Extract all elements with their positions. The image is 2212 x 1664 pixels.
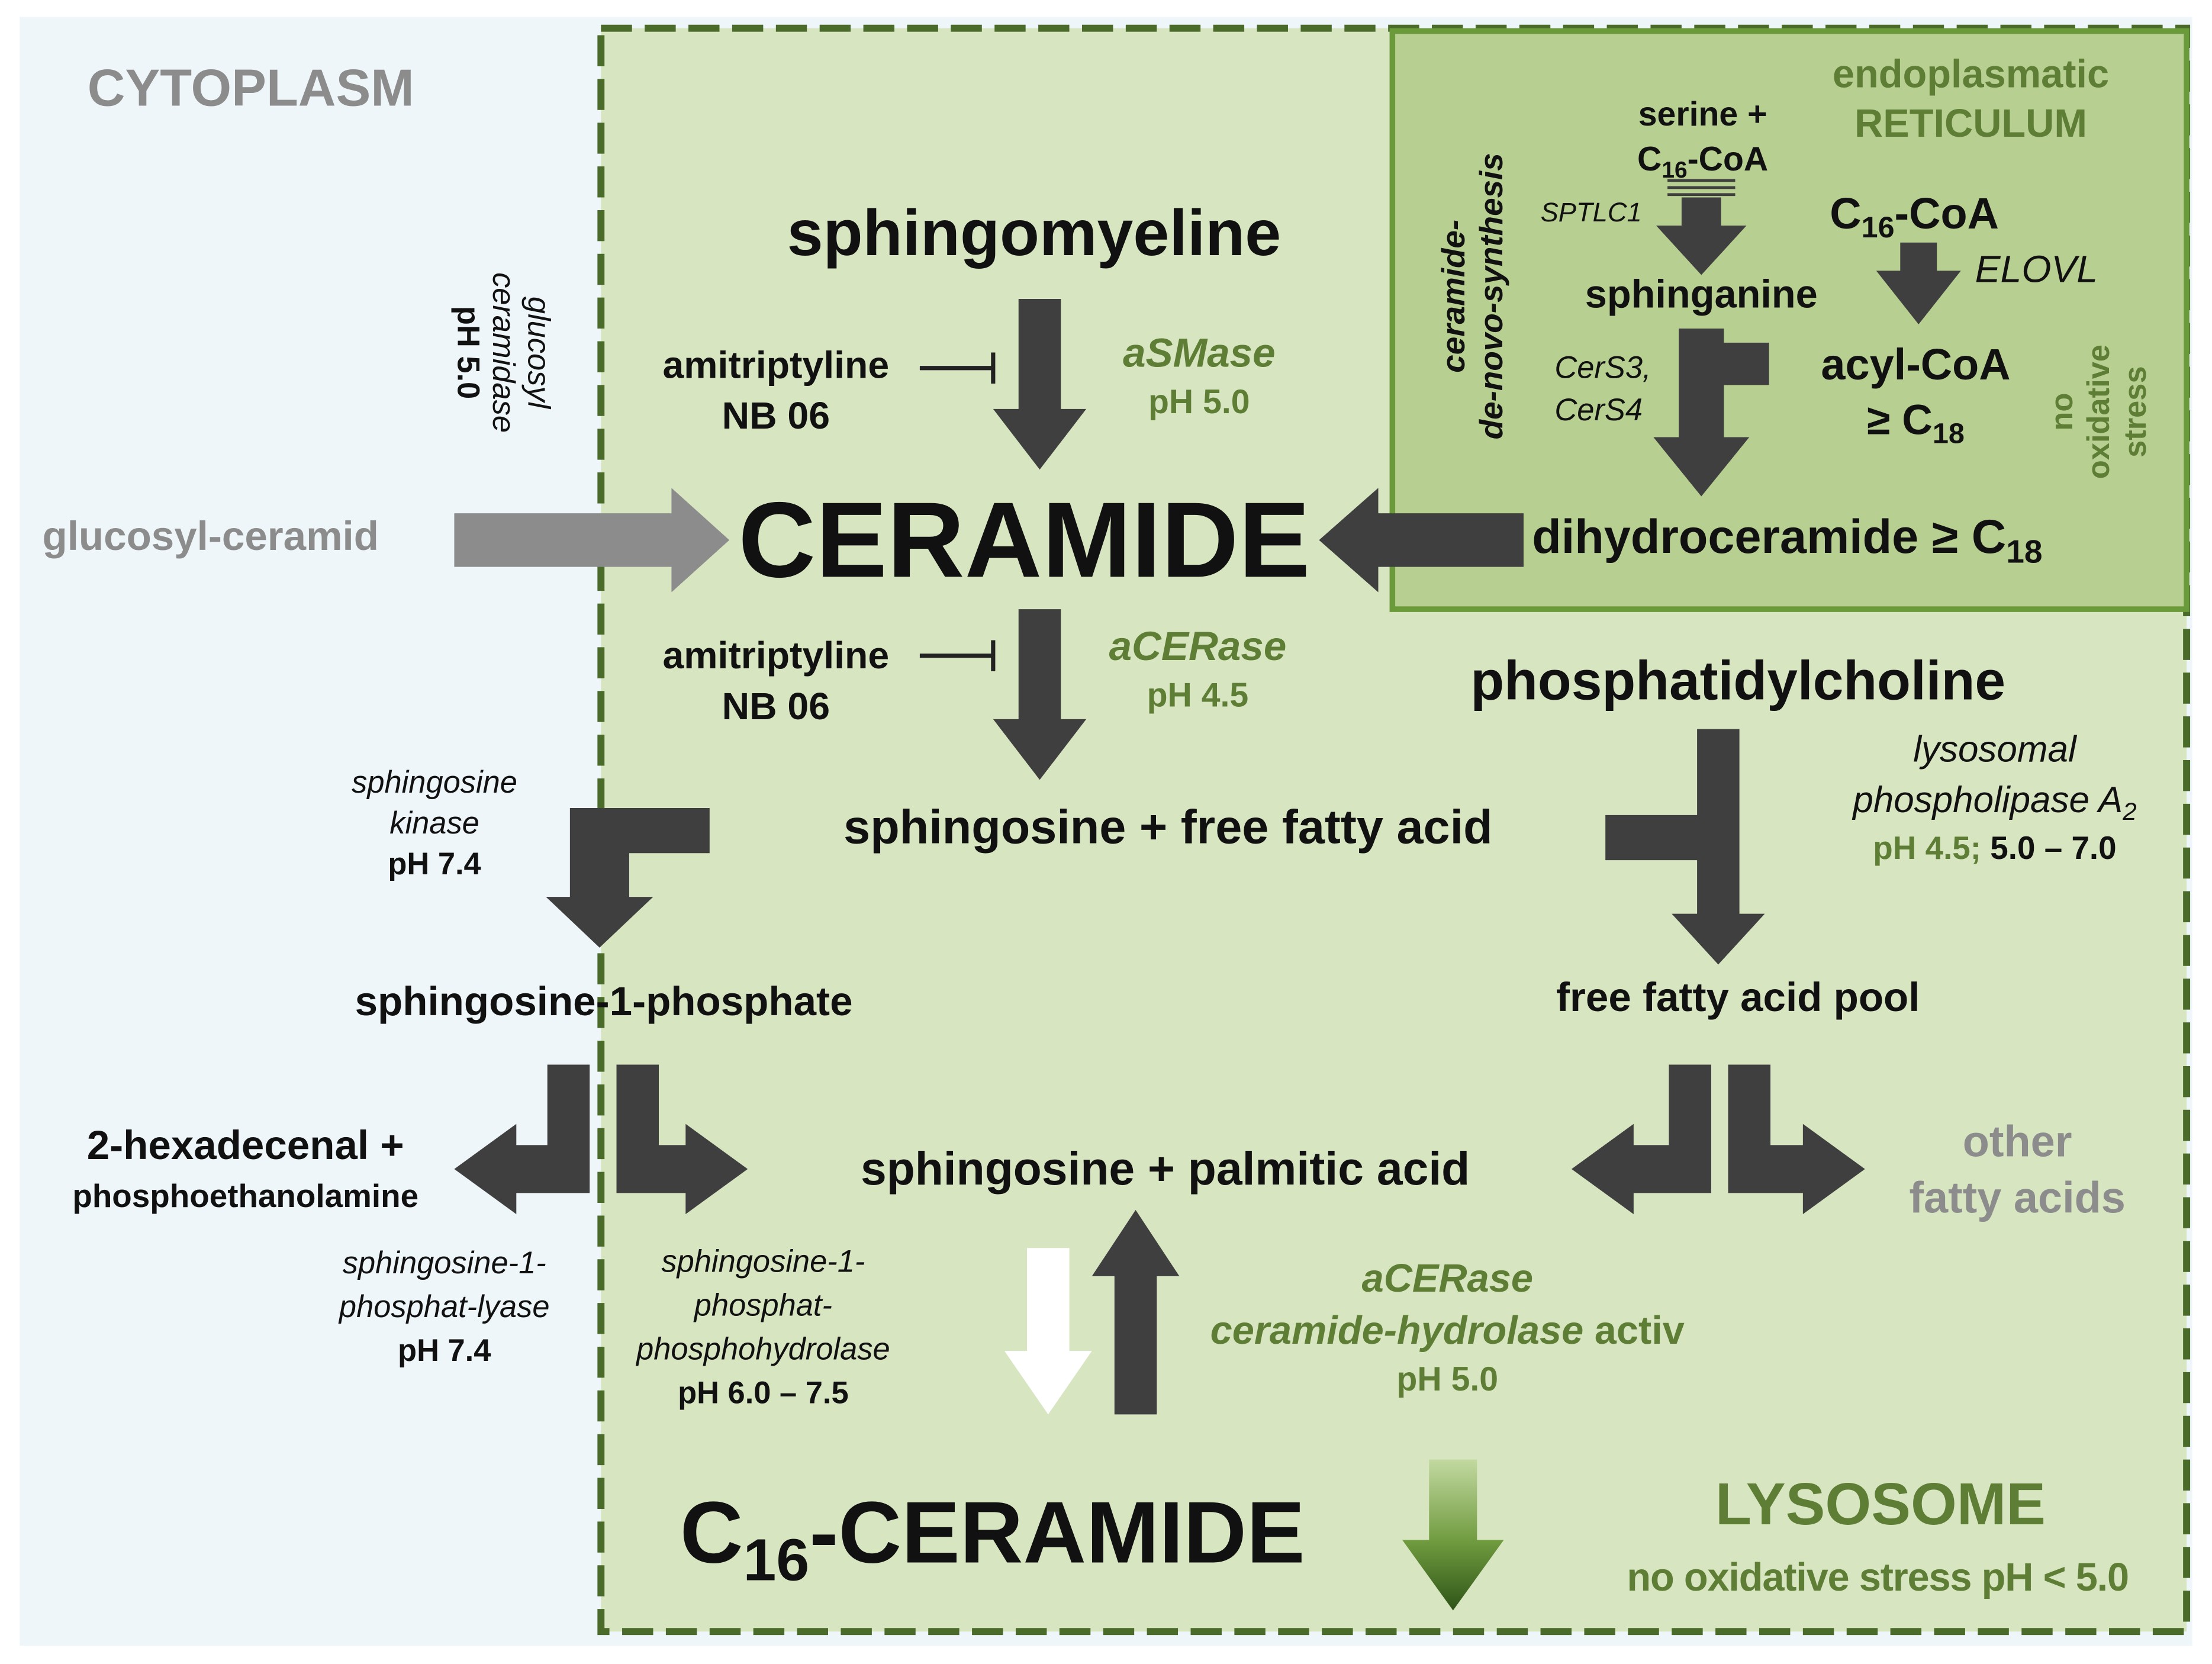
acerase2-line1: aCERase	[1361, 1256, 1533, 1301]
dihydroceramide-label: dihydroceramide ≥ C18	[1532, 510, 2043, 570]
s1p-lyase-line2: phosphat-lyase	[339, 1289, 550, 1324]
sphingomyeline-label: sphingomyeline	[787, 196, 1282, 270]
de-novo-line2: de-novo-synthesis	[1473, 153, 1510, 440]
inhibitor2-line2: NB 06	[722, 685, 830, 728]
acerase2-activ: activ	[1583, 1308, 1685, 1353]
sphingosine-palmitic-label: sphingosine + palmitic acid	[860, 1142, 1470, 1195]
arrow-ceramide-sphingosine	[993, 609, 1087, 780]
glucosylceramidase-label: glucosyl ceramidase pH 5.0	[450, 272, 556, 433]
arrow-dark-up	[1091, 1209, 1180, 1415]
arrow-c16coa-acylcoa	[1876, 242, 1961, 324]
arrow-sphingosine-s1p	[546, 808, 710, 948]
de-novo-line1: ceramide-	[1434, 219, 1472, 373]
glucosylceramidase-ph: pH 5.0	[450, 305, 487, 400]
glucosyl-ceramid-label: glucosyl-ceramid	[42, 514, 379, 560]
pla2-line1: lysosomal	[1913, 728, 2076, 770]
arrow-sphingomyeline-ceramide	[993, 299, 1087, 470]
s1pp-line3: phosphohydrolase	[636, 1331, 890, 1367]
acerase2-ph: pH 5.0	[1396, 1360, 1499, 1399]
asmase-label: aSMase	[1123, 331, 1276, 377]
pla2-line2: phospholipase A2	[1853, 778, 2137, 826]
s1pp-ph: pH 6.0 – 7.5	[678, 1375, 849, 1411]
er-label-line1: endoplasmatic	[1832, 52, 2110, 96]
ffa-pool-label: free fatty acid pool	[1556, 976, 1920, 1021]
c16coa-large: C16-CoA	[1830, 189, 2000, 244]
elovl-label: ELOVL	[1975, 248, 2098, 291]
lysosome-condition: no oxidative stress pH < 5.0	[1627, 1555, 2129, 1599]
s1pp-line2: phosphat-	[694, 1287, 832, 1323]
no-stress-label: no oxidative stress	[2044, 345, 2154, 479]
arrow-ffapool-palmitic	[1571, 1064, 1711, 1215]
arrow-gradient-down	[1402, 1459, 1504, 1611]
inhibitor1-line2: NB 06	[722, 395, 830, 437]
no-stress-line2: oxidative	[2081, 345, 2116, 479]
sphinganine-label: sphinganine	[1585, 272, 1818, 316]
acerase2-hydrolase: ceramide-hydrolase	[1210, 1308, 1584, 1353]
s1p-lyase-line1: sphingosine-1-	[342, 1245, 546, 1281]
sphk-ph: pH 7.4	[388, 846, 481, 881]
inhibitor1-line1: amitriptyline	[662, 344, 890, 387]
c16coa-small: C16-CoA	[1637, 141, 1769, 184]
arrow-white-down	[1004, 1248, 1092, 1415]
er-compartment	[1389, 28, 2190, 612]
no-stress-line1: no	[2044, 392, 2079, 431]
arrow-phosphatidylcholine-ffapool	[1605, 729, 1765, 965]
de-novo-label: ceramide- de-novo-synthesis	[1435, 153, 1511, 439]
arrow-glucosylceramid-ceramide	[454, 488, 730, 593]
no-stress-line3: stress	[2117, 366, 2153, 458]
pla2-ph: pH 4.5; 5.0 – 7.0	[1873, 829, 2116, 867]
sphk-line2: kinase	[389, 805, 479, 841]
hexadecenal-line2: phosphoethanolamine	[72, 1177, 419, 1215]
cers-line1: CerS3,	[1554, 349, 1651, 385]
sphingosine-ffa-label: sphingosine + free fatty acid	[843, 801, 1493, 855]
arrow-s1p-hexadecenal	[454, 1064, 590, 1215]
cytoplasm-label: CYTOPLASM	[87, 59, 414, 117]
glucosylceramidase-line2: ceramidase	[486, 272, 521, 433]
other-fa-line2: fatty acids	[1909, 1173, 2126, 1223]
arrow-ffapool-otherfa	[1728, 1064, 1865, 1215]
arrow-serine-sphinganine	[1656, 197, 1747, 275]
arrow-sphinganine-dihydroceramide	[1653, 329, 1769, 497]
pla2-ph-lysosomal: pH 4.5;	[1873, 829, 1982, 866]
acylcoa-line2: ≥ C18	[1867, 397, 1965, 450]
s1p-label: sphingosine-1-phosphate	[355, 980, 853, 1025]
sptlc1-label: SPTLC1	[1540, 198, 1642, 228]
arrow-dihydroceramide-ceramide	[1319, 488, 1524, 593]
other-fa-line1: other	[1962, 1116, 2072, 1167]
acerase-ph: pH 4.5	[1147, 677, 1249, 715]
ceramide-label: CERAMIDE	[738, 481, 1311, 601]
arrow-s1p-sphingosine-palmitic	[616, 1064, 748, 1215]
er-label-line2: RETICULUM	[1854, 101, 2087, 146]
s1p-lyase-ph: pH 7.4	[398, 1333, 491, 1368]
c16-ceramide-label: C16-CERAMIDE	[680, 1485, 1305, 1594]
asmase-ph: pH 5.0	[1148, 383, 1250, 422]
s1pp-line1: sphingosine-1-	[661, 1244, 865, 1279]
acerase-label: aCERase	[1109, 625, 1287, 670]
lysosome-label: LYSOSOME	[1715, 1470, 2046, 1537]
hexadecenal-line1: 2-hexadecenal +	[86, 1124, 404, 1169]
acylcoa-line1: acyl-CoA	[1821, 340, 2011, 390]
acerase2-line2: ceramide-hydrolase activ	[1210, 1309, 1685, 1354]
phosphatidylcholine-label: phosphatidylcholine	[1470, 651, 2006, 713]
sphk-line1: sphingosine	[352, 764, 518, 800]
cers-line2: CerS4	[1554, 392, 1643, 427]
pla2-ph-range: 5.0 – 7.0	[1981, 829, 2117, 866]
inhibitor2-line1: amitriptyline	[662, 634, 890, 677]
serine-label: serine +	[1638, 95, 1767, 134]
glucosylceramidase-line1: glucosyl	[521, 296, 557, 409]
